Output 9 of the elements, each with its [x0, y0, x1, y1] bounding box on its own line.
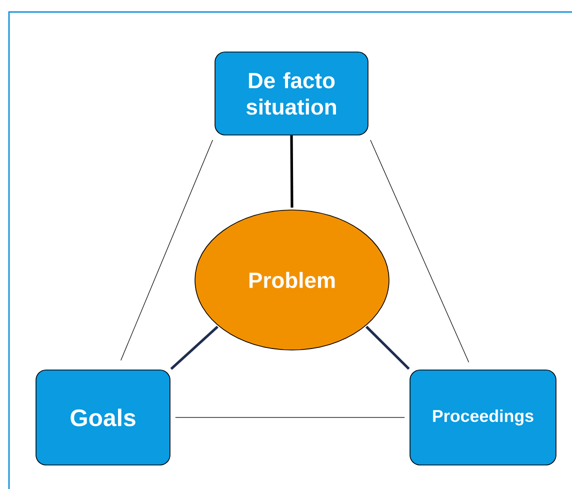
process-box: Goals [36, 370, 170, 466]
connector-line [120, 140, 213, 361]
connector-line [290, 135, 294, 208]
connector-line [365, 326, 410, 370]
connector-line [370, 140, 470, 363]
connector-line [170, 326, 218, 370]
connector-line [175, 417, 405, 418]
process-box: De facto situation [214, 52, 368, 136]
process-box: Proceedings [410, 370, 556, 466]
